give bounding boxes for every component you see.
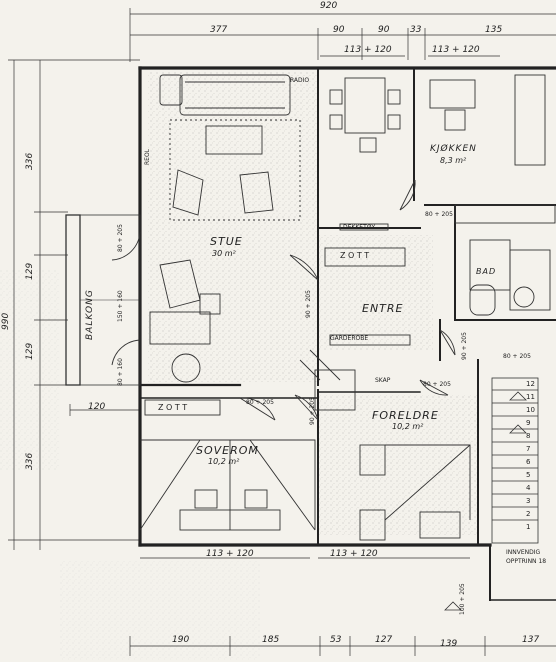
stair-step: 10: [526, 406, 535, 414]
dim-left-2: 129: [25, 262, 35, 280]
stair-step: 5: [526, 471, 531, 479]
dim-balcony-width: 120: [88, 402, 106, 412]
dim-left-total: 990: [1, 312, 11, 330]
stair-step: 7: [526, 445, 531, 453]
room-foreldre-area: 10,2 m²: [392, 422, 424, 431]
dim-top-4: 33: [410, 25, 422, 35]
dim-bottom-5: 139: [440, 639, 458, 649]
stair: [444, 377, 539, 611]
dim-top-total: 920: [320, 1, 338, 11]
dim-balcony-door-3: 80 + 160: [117, 358, 124, 386]
room-soverom-label: SOVEROM: [196, 444, 259, 457]
dim-door-6: 80 + 205: [425, 211, 453, 218]
dim-balcony-door-2: 150 + 160: [117, 290, 124, 322]
dim-top-5: 135: [485, 25, 503, 35]
dim-door-4: 80 + 205: [423, 381, 451, 388]
wardrobe-top-label: Z O T T: [340, 251, 370, 260]
garderobe-label: GARDEROBE: [330, 335, 369, 342]
dim-door-1: 90 + 205: [305, 290, 312, 318]
dim-door-2: 80 + 205: [246, 399, 274, 406]
dim-window-top-2: 113 + 120: [432, 45, 480, 55]
room-stue-label: STUE: [210, 235, 243, 248]
stair-step: 2: [526, 510, 531, 518]
room-soverom-area: 10,2 m²: [208, 457, 240, 466]
dim-bottom-2: 185: [262, 635, 280, 645]
dim-balcony-door-1: 80 + 205: [117, 224, 124, 252]
dim-left-1: 336: [25, 152, 35, 170]
note-opptrinn: OPPTRINN 18: [506, 558, 547, 565]
furniture: [139, 74, 556, 541]
dim-door-7: 100 + 205: [459, 583, 466, 615]
stair-step: 11: [526, 393, 535, 401]
room-kjokken-area: 8,3 m²: [440, 156, 467, 165]
dim-door-3: 90 + 205: [309, 397, 316, 425]
dim-bottom-6: 137: [522, 635, 540, 645]
dim-door-8: 80 + 205: [503, 353, 531, 360]
dim-left-3: 129: [25, 342, 35, 360]
dim-top-2: 90: [333, 25, 345, 35]
room-kjokken-label: KJØKKEN: [430, 144, 477, 154]
stair-step: 6: [526, 458, 531, 466]
wardrobe-bottom-label: Z O T T: [158, 403, 188, 412]
dim-bottom-3: 53: [330, 635, 342, 645]
room-foreldre-label: FORELDRE: [372, 409, 439, 422]
skap-label: SKAP: [375, 377, 391, 384]
dim-window-bottom-2: 113 + 120: [330, 549, 378, 559]
stair-step: 9: [526, 419, 531, 427]
stair-step: 3: [526, 497, 531, 505]
room-bad-label: BAD: [476, 267, 497, 276]
room-entre-label: ENTRE: [362, 302, 404, 315]
stair-step: 8: [526, 432, 531, 440]
dekketoy-label: DEKKETØY: [343, 224, 376, 231]
dim-door-5: 90 + 205: [461, 332, 468, 360]
room-stue-area: 30 m²: [212, 249, 236, 258]
dim-bottom-4: 127: [375, 635, 393, 645]
dim-top-3: 90: [378, 25, 390, 35]
stair-step: 12: [526, 380, 535, 388]
stair-step: 1: [526, 523, 531, 531]
dimension-lines: [8, 8, 556, 656]
dim-window-top-1: 113 + 120: [344, 45, 392, 55]
dim-window-bottom-1: 113 + 120: [206, 549, 254, 559]
note-innvendig: INNVENDIG: [506, 549, 541, 556]
floor-texture: [0, 72, 478, 660]
balcony: [65, 214, 141, 386]
radio-label: RADIO: [290, 77, 310, 84]
room-balkong-label: BALKONG: [85, 289, 95, 340]
dim-bottom-1: 190: [172, 635, 190, 645]
dim-left-4: 336: [25, 452, 35, 470]
stair-step: 4: [526, 484, 531, 492]
door-swings: [111, 179, 456, 421]
reol-label: REOL: [144, 148, 151, 165]
dim-top-1: 377: [210, 25, 228, 35]
